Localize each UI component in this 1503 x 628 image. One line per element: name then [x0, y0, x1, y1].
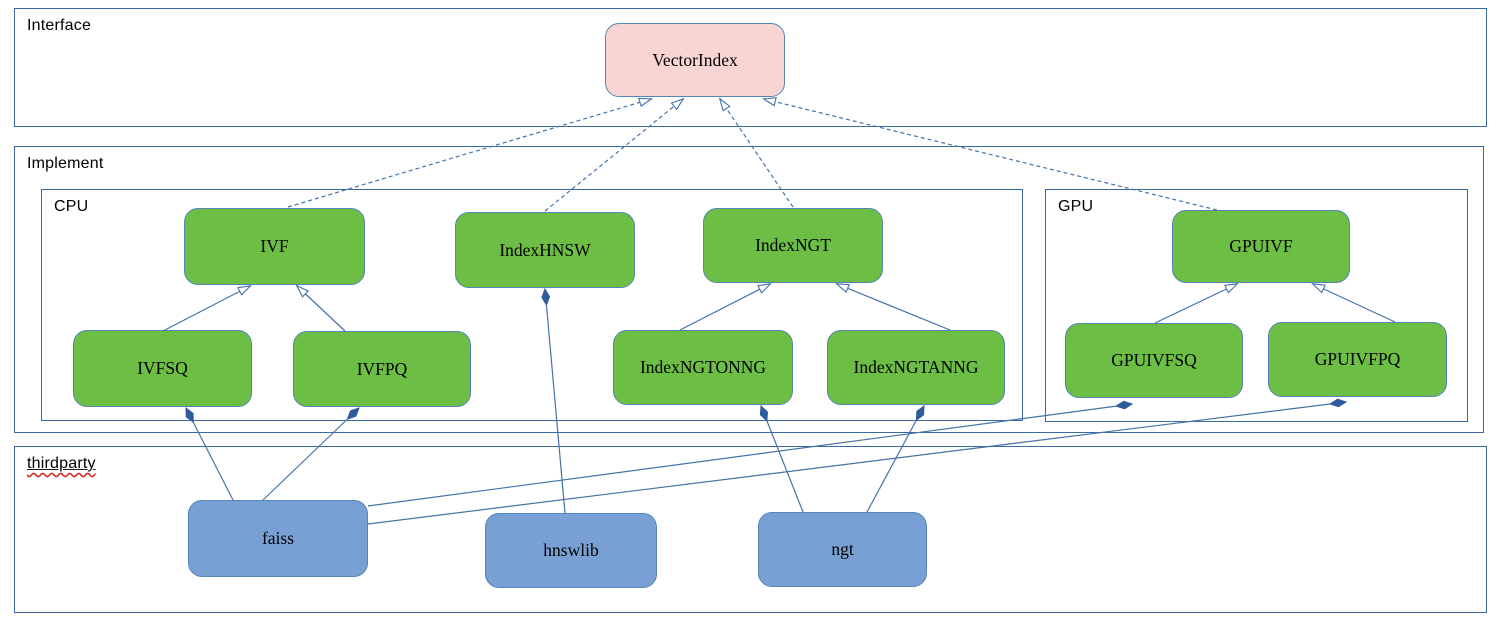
node-ngt: ngt — [758, 512, 927, 587]
node-indexhnsw: IndexHNSW — [455, 212, 635, 288]
node-gpuivfpq: GPUIVFPQ — [1268, 322, 1447, 397]
container-cpu-label: CPU — [54, 198, 89, 215]
node-faiss: faiss — [188, 500, 368, 577]
node-faiss-label: faiss — [261, 528, 295, 548]
node-ivfsq: IVFSQ — [73, 330, 252, 407]
container-thirdparty-label-text: thirdparty — [27, 455, 96, 472]
node-ivfpq-label: IVFPQ — [356, 358, 408, 379]
node-ivf-label: IVF — [260, 236, 289, 256]
node-indexngtonng-label: IndexNGTONNG — [639, 357, 767, 377]
node-ivf: IVF — [184, 208, 365, 285]
node-indexhnsw-label: IndexHNSW — [499, 239, 591, 260]
node-indexngtanng: IndexNGTANNG — [827, 330, 1005, 405]
node-ivfpq: IVFPQ — [293, 331, 471, 407]
node-vectorindex-label: VectorIndex — [652, 49, 738, 70]
node-gpuivf-label: GPUIVF — [1229, 236, 1293, 256]
container-implement-label: Implement — [27, 155, 104, 172]
container-interface-label: Interface — [27, 17, 92, 34]
node-indexngt: IndexNGT — [703, 208, 883, 283]
container-gpu-label: GPU — [1058, 198, 1094, 215]
node-indexngt-label: IndexNGT — [755, 235, 831, 255]
node-ivfsq-label: IVFSQ — [137, 358, 188, 378]
node-gpuivfpq-label: GPUIVFPQ — [1314, 349, 1401, 369]
container-thirdparty-label: thirdparty — [27, 455, 96, 473]
node-ngt-label: ngt — [831, 539, 854, 559]
node-vectorindex: VectorIndex — [605, 23, 785, 97]
node-hnswlib-label: hnswlib — [543, 540, 599, 560]
node-indexngtanng-label: IndexNGTANNG — [853, 357, 979, 377]
node-indexngtonng: IndexNGTONNG — [613, 330, 793, 405]
node-gpuivfsq-label: GPUIVFSQ — [1111, 350, 1197, 370]
node-gpuivfsq: GPUIVFSQ — [1065, 323, 1243, 398]
node-hnswlib: hnswlib — [485, 513, 657, 588]
node-gpuivf: GPUIVF — [1172, 210, 1350, 283]
